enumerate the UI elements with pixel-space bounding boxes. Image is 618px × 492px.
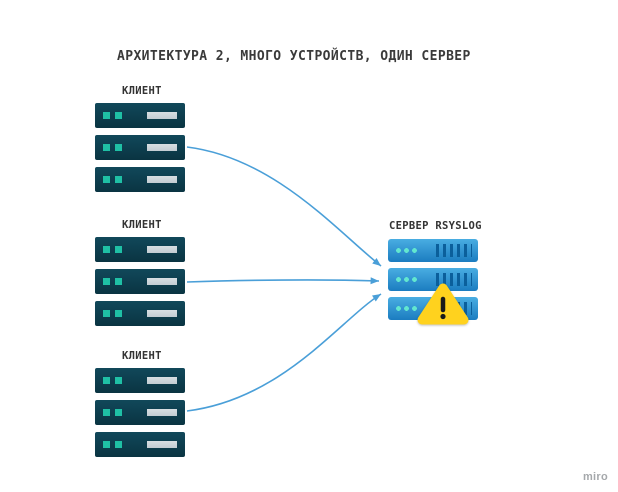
miro-watermark: miro xyxy=(582,471,608,483)
client-label: КЛИЕНТ xyxy=(122,85,162,97)
server-unit xyxy=(95,237,185,262)
server-unit xyxy=(95,400,185,425)
server-unit xyxy=(95,368,185,393)
connector-client1-server[interactable] xyxy=(186,146,382,267)
client-server-stack-icon xyxy=(95,368,185,457)
warning-triangle-icon xyxy=(417,283,469,325)
connector-client2-server[interactable] xyxy=(186,277,380,285)
server-unit xyxy=(388,239,478,262)
client-label: КЛИЕНТ xyxy=(122,219,162,231)
server-unit xyxy=(95,135,185,160)
server-rsyslog-node[interactable]: СЕРВЕР RSYSLOG xyxy=(388,220,482,330)
client-node-3[interactable]: КЛИЕНТ xyxy=(95,350,187,457)
diagram-title: АРХИТЕКТУРА 2, МНОГО УСТРОЙСТВ, ОДИН СЕР… xyxy=(117,49,471,64)
server-unit xyxy=(95,301,185,326)
server-unit xyxy=(95,103,185,128)
server-unit xyxy=(388,268,478,291)
server-unit xyxy=(95,167,185,192)
client-server-stack-icon xyxy=(95,103,185,192)
server-unit xyxy=(95,269,185,294)
server-unit xyxy=(95,432,185,457)
server-label: СЕРВЕР RSYSLOG xyxy=(389,220,482,232)
client-node-2[interactable]: КЛИЕНТ xyxy=(95,219,187,326)
client-label: КЛИЕНТ xyxy=(122,350,162,362)
client-node-1[interactable]: КЛИЕНТ xyxy=(95,85,187,192)
connector-client3-server[interactable] xyxy=(186,293,382,412)
client-server-stack-icon xyxy=(95,237,185,326)
